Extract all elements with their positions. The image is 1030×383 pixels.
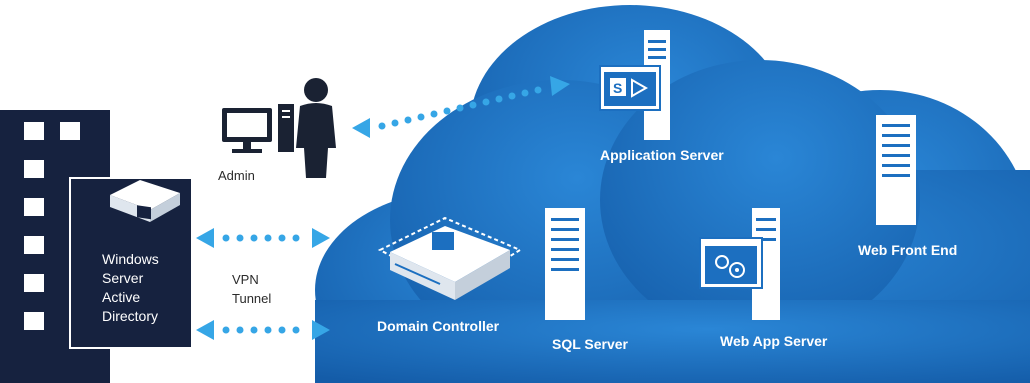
vpn-tunnel-label: VPN Tunnel [232,270,271,308]
windows-server-line-3: Active [102,289,141,305]
windows-server-icon [110,180,180,222]
admin-label: Admin [218,168,255,183]
application-server-label: Application Server [600,147,724,163]
application-server-icon: S [599,30,670,140]
web-front-end-label: Web Front End [858,242,958,258]
admin-person-icon [296,78,336,178]
admin-workstation-icon [222,104,294,153]
domain-controller-icon [377,216,523,300]
vpn-label-line-1: VPN [232,272,259,287]
web-app-server-label: Web App Server [720,333,828,349]
svg-text:S: S [613,80,622,96]
vpn-label-line-2: Tunnel [232,291,272,306]
arrow-admin-to-app [352,76,570,138]
arrow-vpn-bottom [196,320,330,340]
windows-server-line-2: Server [102,270,144,286]
web-app-server-icon [699,208,780,320]
cloud [315,5,1030,383]
domain-controller-label: Domain Controller [377,318,500,334]
sql-server-icon [545,208,585,320]
sql-server-label: SQL Server [552,336,629,352]
windows-server-line-4: Directory [102,308,159,324]
windows-server-line-1: Windows [102,251,159,267]
arrow-vpn-top [196,228,330,248]
windows-server-label: Windows Server Active Directory [102,250,159,326]
building [0,110,193,383]
web-front-end-icon [876,115,916,225]
